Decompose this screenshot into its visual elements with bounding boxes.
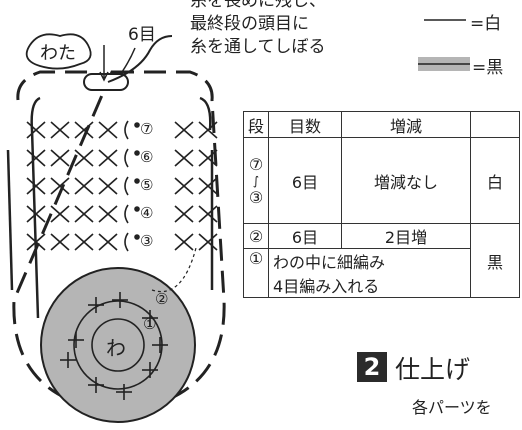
header-change: 増減 <box>341 111 472 138</box>
chain-stitch <box>124 232 129 252</box>
outline-solid <box>30 96 212 319</box>
x-stitch <box>26 121 46 139</box>
section-title: 仕上げ <box>395 355 471 384</box>
count-cell-2: 6目 <box>268 223 343 249</box>
x-stitch <box>50 233 70 251</box>
x-stitch <box>74 149 94 167</box>
instruction-note: 糸を長めに残し、 最終段の頭目に 糸を通してしぼる <box>190 0 326 59</box>
round-mark-3: ③ <box>248 187 264 207</box>
chain-stitch <box>124 148 129 168</box>
slip-dot <box>134 234 140 240</box>
slip-dot <box>134 150 140 156</box>
x-stitch <box>26 149 46 167</box>
x-stitch <box>98 205 118 223</box>
x-stitch <box>74 121 94 139</box>
legend-white-label: =白 <box>470 14 502 34</box>
arrow-line-2 <box>121 47 136 73</box>
x-stitch <box>174 149 194 167</box>
chain-stitch <box>124 120 129 140</box>
count-cell-1: 6目 <box>268 137 343 224</box>
wata-cloud <box>25 33 92 70</box>
x-stitch <box>198 121 218 139</box>
round-1-circle <box>91 318 145 372</box>
x-stitch <box>174 233 194 251</box>
x-stitch <box>98 149 118 167</box>
round-marker: ① <box>143 315 157 333</box>
center-ring-label: わ <box>106 336 126 360</box>
x-stitch <box>174 121 194 139</box>
x-stitch <box>174 177 194 195</box>
header-color <box>470 111 521 138</box>
base-circle <box>40 267 196 423</box>
row-mark: ⑦ <box>140 120 154 138</box>
round-range: ∫ <box>252 173 260 188</box>
left-side-line <box>6 149 14 291</box>
x-stitch <box>50 205 70 223</box>
x-stitch <box>98 233 118 251</box>
instruction-line-2: 最終段の頭目に <box>190 14 309 34</box>
x-stitch <box>50 177 70 195</box>
row-mark: ③ <box>140 232 154 250</box>
header-count: 目数 <box>268 111 343 138</box>
x-stitch <box>174 205 194 223</box>
legend-black-label: =黒 <box>472 58 504 78</box>
x-stitch <box>74 233 94 251</box>
round-cell-2: ② <box>242 223 270 249</box>
slip-dot <box>134 178 140 184</box>
row-mark: ④ <box>140 204 154 222</box>
stitch-count-label: 6目 <box>128 25 156 45</box>
x-stitch <box>98 177 118 195</box>
change-cell-2: 2目増 <box>341 223 472 249</box>
slip-dot <box>134 122 140 128</box>
stitch-table: 段 目数 増減 ⑦ ∫ ③ 6目 増減なし 白 ② 6目 2目増 黒 ① わの中… <box>242 111 521 298</box>
x-stitch <box>198 149 218 167</box>
section-number: 2 <box>357 352 387 382</box>
row-mark: ⑤ <box>140 176 154 194</box>
round-cell-1: ⑦ ∫ ③ <box>242 137 270 224</box>
x-stitch <box>26 205 46 223</box>
merged-cell-3: わの中に細編み 4目編み入れる <box>268 248 472 298</box>
x-stitch <box>198 177 218 195</box>
x-stitch <box>26 233 46 251</box>
x-stitch <box>198 205 218 223</box>
round-marker: ② <box>155 290 169 308</box>
wata-label: わた <box>40 43 76 64</box>
merged-line-1: わの中に細編み <box>273 253 386 272</box>
slip-dot <box>134 206 140 212</box>
instruction-line-1: 糸を長めに残し、 <box>190 0 326 11</box>
stitch-rows <box>26 120 218 252</box>
x-stitch <box>198 233 218 251</box>
x-stitch <box>98 121 118 139</box>
merged-line-2: 4目編み入れる <box>273 277 380 296</box>
x-stitch <box>74 205 94 223</box>
color-cell-1: 白 <box>470 137 521 224</box>
section-body: 各パーツを <box>412 398 492 417</box>
chain-stitch <box>124 204 129 224</box>
x-stitch <box>74 177 94 195</box>
change-cell-1: 増減なし <box>341 137 472 224</box>
x-stitch <box>50 121 70 139</box>
color-cell-2: 黒 <box>470 223 521 298</box>
row-mark: ⑥ <box>140 148 154 166</box>
round-cell-3: ① <box>242 248 270 298</box>
header-round: 段 <box>242 111 270 138</box>
chain-stitch <box>124 176 129 196</box>
x-stitch <box>26 177 46 195</box>
thread-tail <box>107 35 173 83</box>
instruction-line-3: 糸を通してしぼる <box>190 37 326 57</box>
base-stitches <box>60 292 168 400</box>
round-mark-7: ⑦ <box>248 154 264 174</box>
x-stitch <box>50 149 70 167</box>
